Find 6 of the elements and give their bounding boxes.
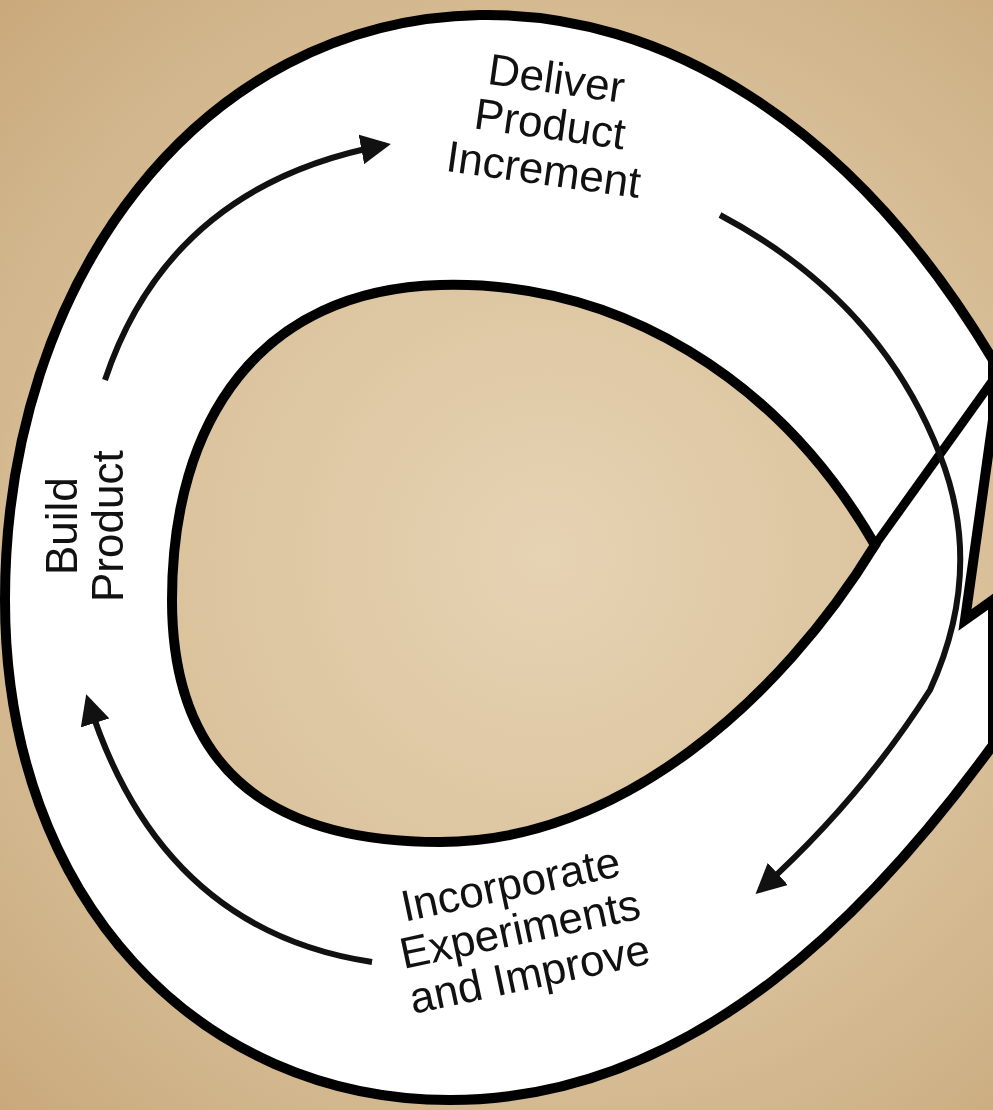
- stage-label: Incorporate Experiments and Improve: [358, 830, 682, 1029]
- stage-label: Build Product: [38, 406, 132, 647]
- curved-arrow: [102, 135, 391, 382]
- stage-label: Deliver Product Increment: [396, 35, 704, 214]
- curved-arrow: [718, 212, 964, 895]
- curved-arrow: [81, 694, 373, 965]
